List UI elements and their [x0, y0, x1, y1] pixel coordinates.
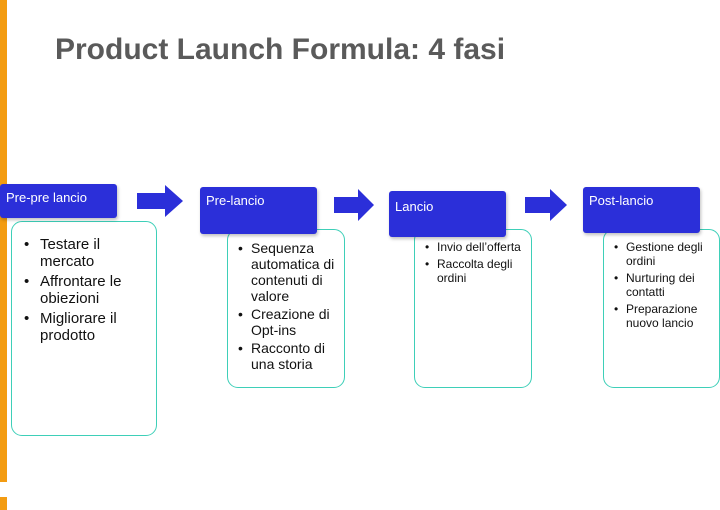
accent-bar	[0, 0, 7, 482]
phase-1-list: Testare il mercato Affrontare le obiezio…	[24, 236, 148, 344]
arrow-right-icon	[137, 185, 183, 217]
phase-2-list: Sequenza automatica di contenuti di valo…	[238, 240, 338, 372]
phase-4-item-2: Nurturing dei contatti	[614, 271, 715, 299]
phase-1-label: Pre-pre lancio	[0, 184, 117, 218]
phase-2-item-2: Creazione di Opt-ins	[238, 306, 338, 338]
phase-3-list: Invio dell’offerta Raccolta degli ordini	[425, 240, 525, 285]
accent-tick	[0, 497, 7, 510]
slide-title: Product Launch Formula: 4 fasi	[55, 33, 506, 66]
phase-1-item-2: Affrontare le obiezioni	[24, 273, 148, 307]
phase-2-item-1: Sequenza automatica di contenuti di valo…	[238, 240, 338, 304]
arrow-right-icon	[334, 189, 374, 221]
phase-1-item-3: Migliorare il prodotto	[24, 310, 148, 344]
phase-3-label: Lancio	[389, 191, 506, 237]
phase-4-label: Post-lancio	[583, 187, 700, 233]
phase-4-list: Gestione degli ordini Nurturing dei cont…	[614, 240, 715, 330]
arrow-right-icon	[525, 189, 567, 221]
phase-1-item-1: Testare il mercato	[24, 236, 148, 270]
phase-1-content-box: Testare il mercato Affrontare le obiezio…	[11, 221, 157, 436]
phase-2-label: Pre-lancio	[200, 187, 317, 234]
phase-3-item-2: Raccolta degli ordini	[425, 257, 525, 285]
phase-3-item-1: Invio dell’offerta	[425, 240, 525, 254]
phase-2-content-box: Sequenza automatica di contenuti di valo…	[227, 229, 345, 388]
phase-3-content-box: Invio dell’offerta Raccolta degli ordini	[414, 229, 532, 388]
phase-4-item-1: Gestione degli ordini	[614, 240, 715, 268]
phase-4-item-3: Preparazione nuovo lancio	[614, 302, 715, 330]
phase-2-item-3: Racconto di una storia	[238, 340, 338, 372]
phase-4-content-box: Gestione degli ordini Nurturing dei cont…	[603, 229, 720, 388]
